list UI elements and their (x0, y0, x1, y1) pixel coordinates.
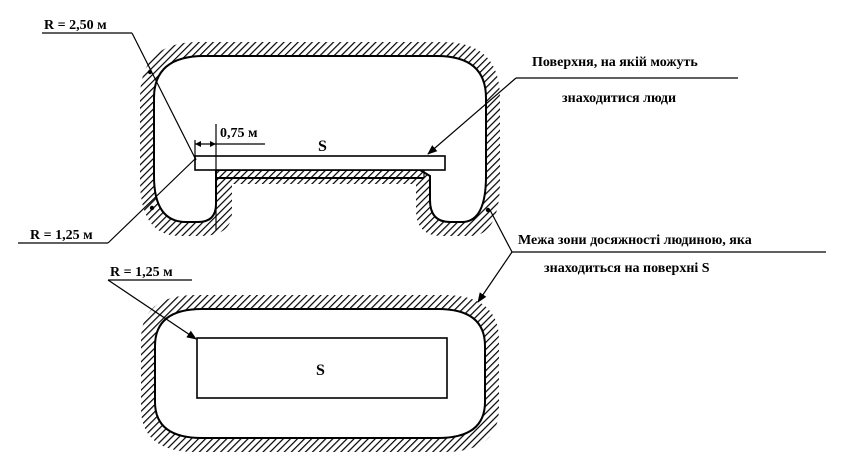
reach-zone-line1: Межа зони досяжності людиною, яка (518, 233, 752, 248)
surface-people-leader (427, 77, 738, 155)
surface-people-line2: знаходитися люди (562, 91, 676, 106)
width-dimension (194, 124, 265, 230)
radius-small-top-leader (18, 157, 197, 244)
surface-people-line1: Поверхня, на якій можуть (532, 55, 698, 70)
width-label: 0,75 м (220, 126, 258, 141)
surface-top-label: S (318, 138, 327, 155)
radius-small-bottom-leader (107, 279, 197, 340)
radius-large-label: R = 2,50 м (44, 18, 107, 33)
bottom-surface-rect (196, 337, 448, 399)
bottom-reach-boundary (141, 295, 499, 452)
radius-large-leader (42, 32, 197, 161)
surface-bottom-label: S (316, 362, 325, 379)
radius-small-bottom-label: R = 1,25 м (110, 265, 173, 280)
top-surface-slab (194, 155, 446, 179)
radius-small-top-label: R = 1,25 м (30, 228, 93, 243)
reach-zone-line2: знаходиться на поверхні S (544, 261, 710, 276)
reach-zone-leader (477, 207, 826, 303)
